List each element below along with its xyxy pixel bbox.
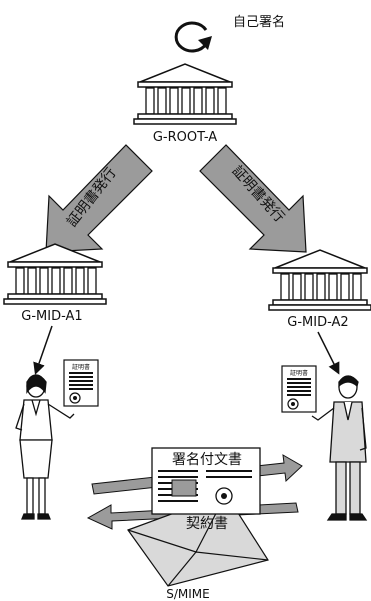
mid-ca-right-building-icon <box>268 249 371 311</box>
issue-arrow-right: 証明書発行 <box>199 144 307 253</box>
signed-doc-label: 署名付文書 <box>172 452 242 468</box>
contract-label: 契約書 <box>186 516 228 532</box>
mid-ca-right-label: G-MID-A2 <box>287 315 348 330</box>
pointer-arrow-right <box>317 331 340 375</box>
pointer-arrow-left <box>33 325 53 375</box>
mid-ca-left-label: G-MID-A1 <box>21 309 82 324</box>
cert-tag-left: 証明書 <box>72 363 90 371</box>
person-man-icon <box>311 375 368 521</box>
mid-ca-left-building-icon <box>3 243 107 305</box>
issue-arrow-left: 証明書発行 <box>45 144 153 253</box>
self-sign-loop-icon <box>174 21 212 53</box>
person-woman-icon <box>15 374 75 520</box>
signed-document-icon <box>151 447 261 515</box>
root-ca-building-icon <box>133 63 237 125</box>
cert-tag-right: 証明書 <box>290 369 308 377</box>
self-sign-label: 自己署名 <box>233 14 285 30</box>
protocol-label: S/MIME <box>166 587 210 601</box>
root-ca-label: G-ROOT-A <box>153 130 217 145</box>
